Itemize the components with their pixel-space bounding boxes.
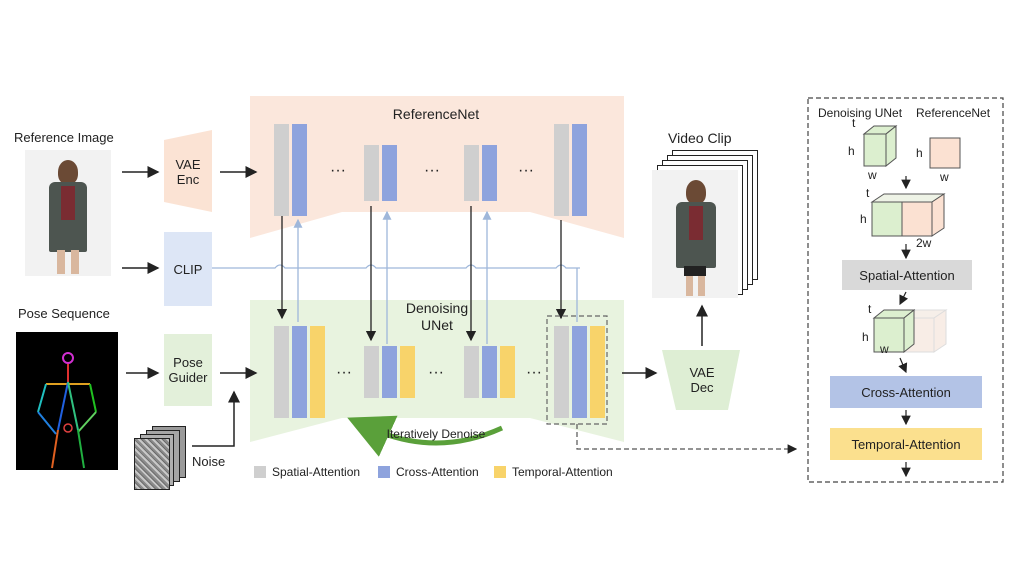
ref-block-2-cross xyxy=(382,145,397,201)
detail-reference-net-label: ReferenceNet xyxy=(916,106,991,120)
ref-block-3-cross xyxy=(482,145,497,201)
square-w: w xyxy=(940,170,949,184)
pose-sequence-image xyxy=(16,332,118,470)
clip-label: CLIP xyxy=(173,261,203,277)
ref-block-1-cross xyxy=(292,124,307,216)
legend-temporal-swatch xyxy=(494,466,506,478)
noise-stack xyxy=(134,426,186,492)
pose-sequence-label: Pose Sequence xyxy=(18,306,110,321)
video-clip-label: Video Clip xyxy=(668,130,732,146)
legend-cross-label: Cross-Attention xyxy=(396,465,479,479)
unet-block-4-cross xyxy=(572,326,587,418)
vae-dec-box xyxy=(662,350,740,410)
unet-block-2-cross xyxy=(382,346,397,398)
reference-net-title: ReferenceNet xyxy=(392,106,480,122)
cube3-t: t xyxy=(868,302,872,316)
unet-block-4-temporal xyxy=(590,326,605,418)
unet-block-2-temporal xyxy=(400,346,415,398)
cube3-w: w xyxy=(880,342,889,356)
unet-ellipsis-2: ··· xyxy=(428,364,444,381)
highlight-block xyxy=(546,315,608,425)
unet-ellipsis-1: ··· xyxy=(336,364,352,381)
detail-denoising-unet-label: Denoising UNet xyxy=(818,106,903,120)
cube3-h: h xyxy=(862,330,869,344)
concat-2w: 2w xyxy=(916,236,932,250)
denoising-unet-shape xyxy=(250,300,624,442)
pose-guider-box xyxy=(164,334,212,406)
noise-label: Noise xyxy=(192,454,226,469)
pose-guider-label: Pose Guider xyxy=(168,355,208,385)
unet-block-1-temporal xyxy=(310,326,325,418)
legend-spatial-swatch xyxy=(254,466,266,478)
legend-cross-swatch xyxy=(378,466,390,478)
vae-enc-box xyxy=(164,130,212,212)
cube-denoising xyxy=(862,124,898,168)
detail-temporal-attention: Temporal-Attention xyxy=(830,428,982,460)
clip-box xyxy=(164,232,212,306)
unet-block-2-spatial xyxy=(364,346,379,398)
reference-net-shape xyxy=(250,96,624,238)
unet-block-3-temporal xyxy=(500,346,515,398)
iteratively-denoise-label: Iteratively Denoise xyxy=(386,427,486,441)
ref-block-1-spatial xyxy=(274,124,289,216)
cube-after-spatial xyxy=(872,308,948,354)
ref-block-4-cross xyxy=(572,124,587,216)
unet-block-4-spatial xyxy=(554,326,569,418)
unet-block-3-cross xyxy=(482,346,497,398)
square-h: h xyxy=(916,146,923,160)
legend-spatial-label: Spatial-Attention xyxy=(272,465,361,479)
video-clip-stack xyxy=(652,150,762,298)
concat-t: t xyxy=(866,186,870,200)
reference-image-label: Reference Image xyxy=(14,130,114,145)
square-reference xyxy=(929,137,961,169)
ref-block-2-spatial xyxy=(364,145,379,201)
unet-block-3-spatial xyxy=(464,346,479,398)
reference-image xyxy=(25,150,111,276)
ref-block-4-spatial xyxy=(554,124,569,216)
vae-enc-label: VAE Enc xyxy=(175,157,201,187)
cube1-t: t xyxy=(852,116,856,130)
cube1-w: w xyxy=(868,168,877,182)
detail-panel-border xyxy=(807,97,1004,483)
unet-block-1-cross xyxy=(292,326,307,418)
legend-temporal-label: Temporal-Attention xyxy=(512,465,613,479)
ref-ellipsis-1: ··· xyxy=(330,162,346,179)
detail-cross-attention: Cross-Attention xyxy=(830,376,982,408)
ref-ellipsis-3: ··· xyxy=(518,162,534,179)
denoising-unet-title: Denoising UNet xyxy=(405,300,469,333)
cube-concat xyxy=(870,193,946,237)
detail-spatial-attention: Spatial-Attention xyxy=(842,260,972,290)
unet-ellipsis-3: ··· xyxy=(526,364,542,381)
vae-dec-label: VAE Dec xyxy=(689,365,715,395)
concat-h: h xyxy=(860,212,867,226)
ref-block-3-spatial xyxy=(464,145,479,201)
ref-ellipsis-2: ··· xyxy=(424,162,440,179)
cube1-h: h xyxy=(848,144,855,158)
unet-block-1-spatial xyxy=(274,326,289,418)
